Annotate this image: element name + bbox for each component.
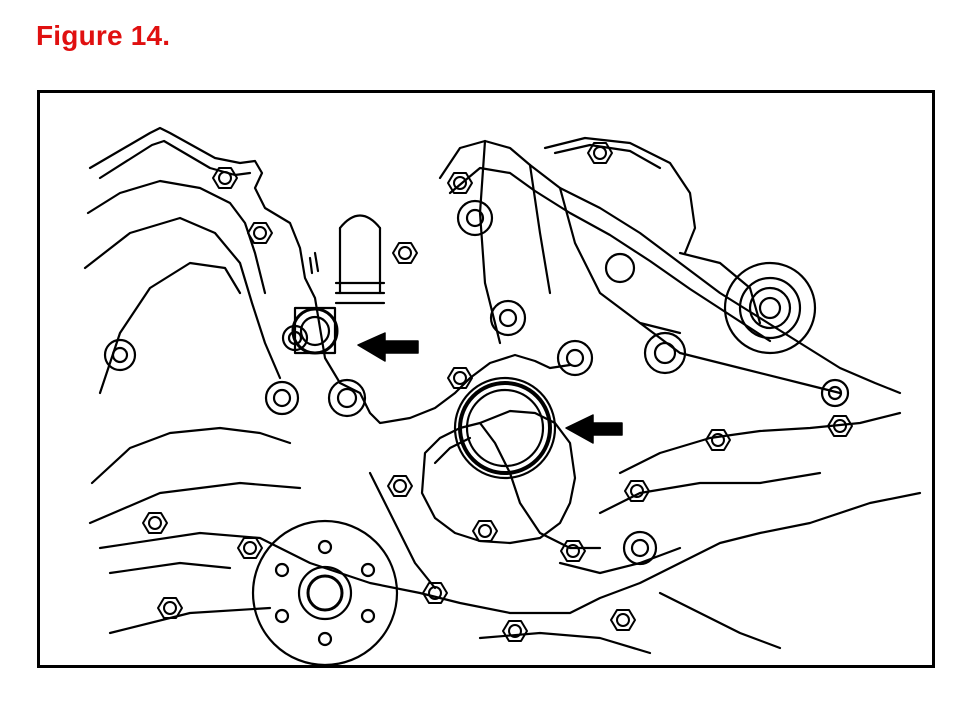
bolt — [392, 242, 418, 264]
bolt — [587, 142, 613, 164]
bolt — [157, 597, 183, 619]
boss — [264, 380, 300, 416]
seal-housing — [453, 376, 557, 480]
cam-sprocket-housing — [543, 136, 817, 355]
boss — [281, 324, 309, 352]
right-cover-outline — [438, 139, 902, 395]
boss — [327, 378, 367, 418]
seal-housing-arrow — [565, 414, 623, 444]
boss — [103, 338, 137, 372]
bolt — [212, 167, 238, 189]
bolt — [560, 540, 586, 562]
boss — [643, 331, 687, 375]
bolt — [472, 520, 498, 542]
bolt — [237, 537, 263, 559]
lower-housing-outline — [98, 411, 922, 655]
bolt — [387, 475, 413, 497]
bolt — [447, 172, 473, 194]
boss — [556, 339, 594, 377]
bolt — [447, 367, 473, 389]
boss — [456, 199, 494, 237]
boss — [622, 530, 658, 566]
engine-front-illustration — [83, 126, 922, 665]
bolt — [142, 512, 168, 534]
boss — [489, 299, 527, 337]
upper-fitting-arrow — [357, 332, 419, 362]
bolt — [827, 415, 853, 437]
upper-fitting — [291, 214, 386, 355]
left-cover-outline — [83, 126, 572, 525]
water-pump-pulley — [251, 519, 399, 665]
boss — [820, 378, 850, 408]
figure-title: Figure 14. — [36, 20, 171, 51]
bolt — [610, 609, 636, 631]
bolt — [502, 620, 528, 642]
boss — [604, 252, 636, 284]
illustration-frame — [37, 90, 935, 668]
bolt — [624, 480, 650, 502]
bolt — [247, 222, 273, 244]
bolts — [142, 142, 853, 642]
bolt — [422, 582, 448, 604]
bolt — [705, 429, 731, 451]
bosses — [103, 199, 850, 566]
